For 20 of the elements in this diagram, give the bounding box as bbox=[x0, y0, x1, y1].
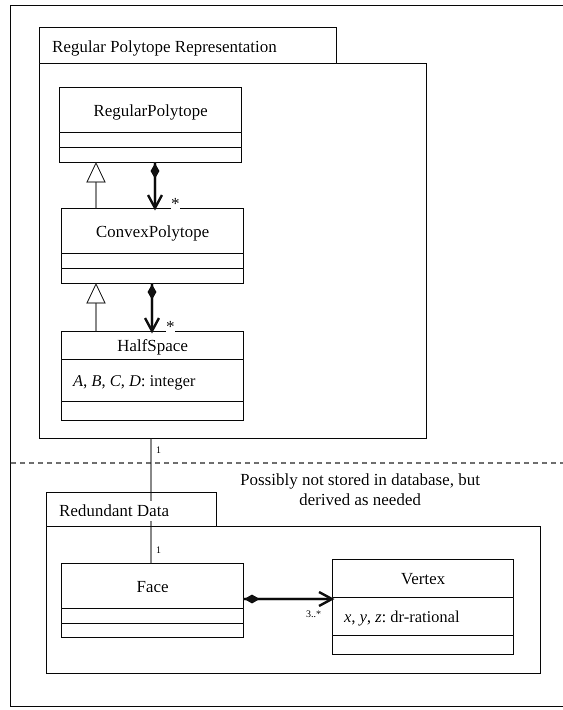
class-name: Vertex bbox=[400, 568, 446, 589]
package-title: Redundant Data bbox=[59, 500, 169, 520]
class-box bbox=[61, 563, 244, 638]
class-box bbox=[59, 87, 242, 163]
class-name: HalfSpace bbox=[116, 336, 189, 356]
multiplicity-label: 1 bbox=[156, 445, 161, 456]
generalization-arrow bbox=[86, 284, 106, 332]
class-attribute: x, y, z: dr-rational bbox=[342, 607, 461, 628]
generalization-arrow bbox=[86, 162, 106, 208]
composition-arrow bbox=[244, 590, 334, 608]
class-box bbox=[61, 331, 244, 421]
multiplicity-label: 3..* bbox=[306, 609, 321, 620]
class-name: RegularPolytope bbox=[92, 100, 209, 120]
composition-arrow bbox=[144, 284, 160, 332]
class-box bbox=[332, 559, 514, 655]
class-name: ConvexPolytope bbox=[94, 222, 210, 242]
class-name: Face bbox=[135, 576, 170, 596]
class-attribute: A, B, C, D: integer bbox=[71, 371, 196, 391]
composition-arrow bbox=[146, 163, 164, 210]
class-box bbox=[61, 208, 244, 284]
